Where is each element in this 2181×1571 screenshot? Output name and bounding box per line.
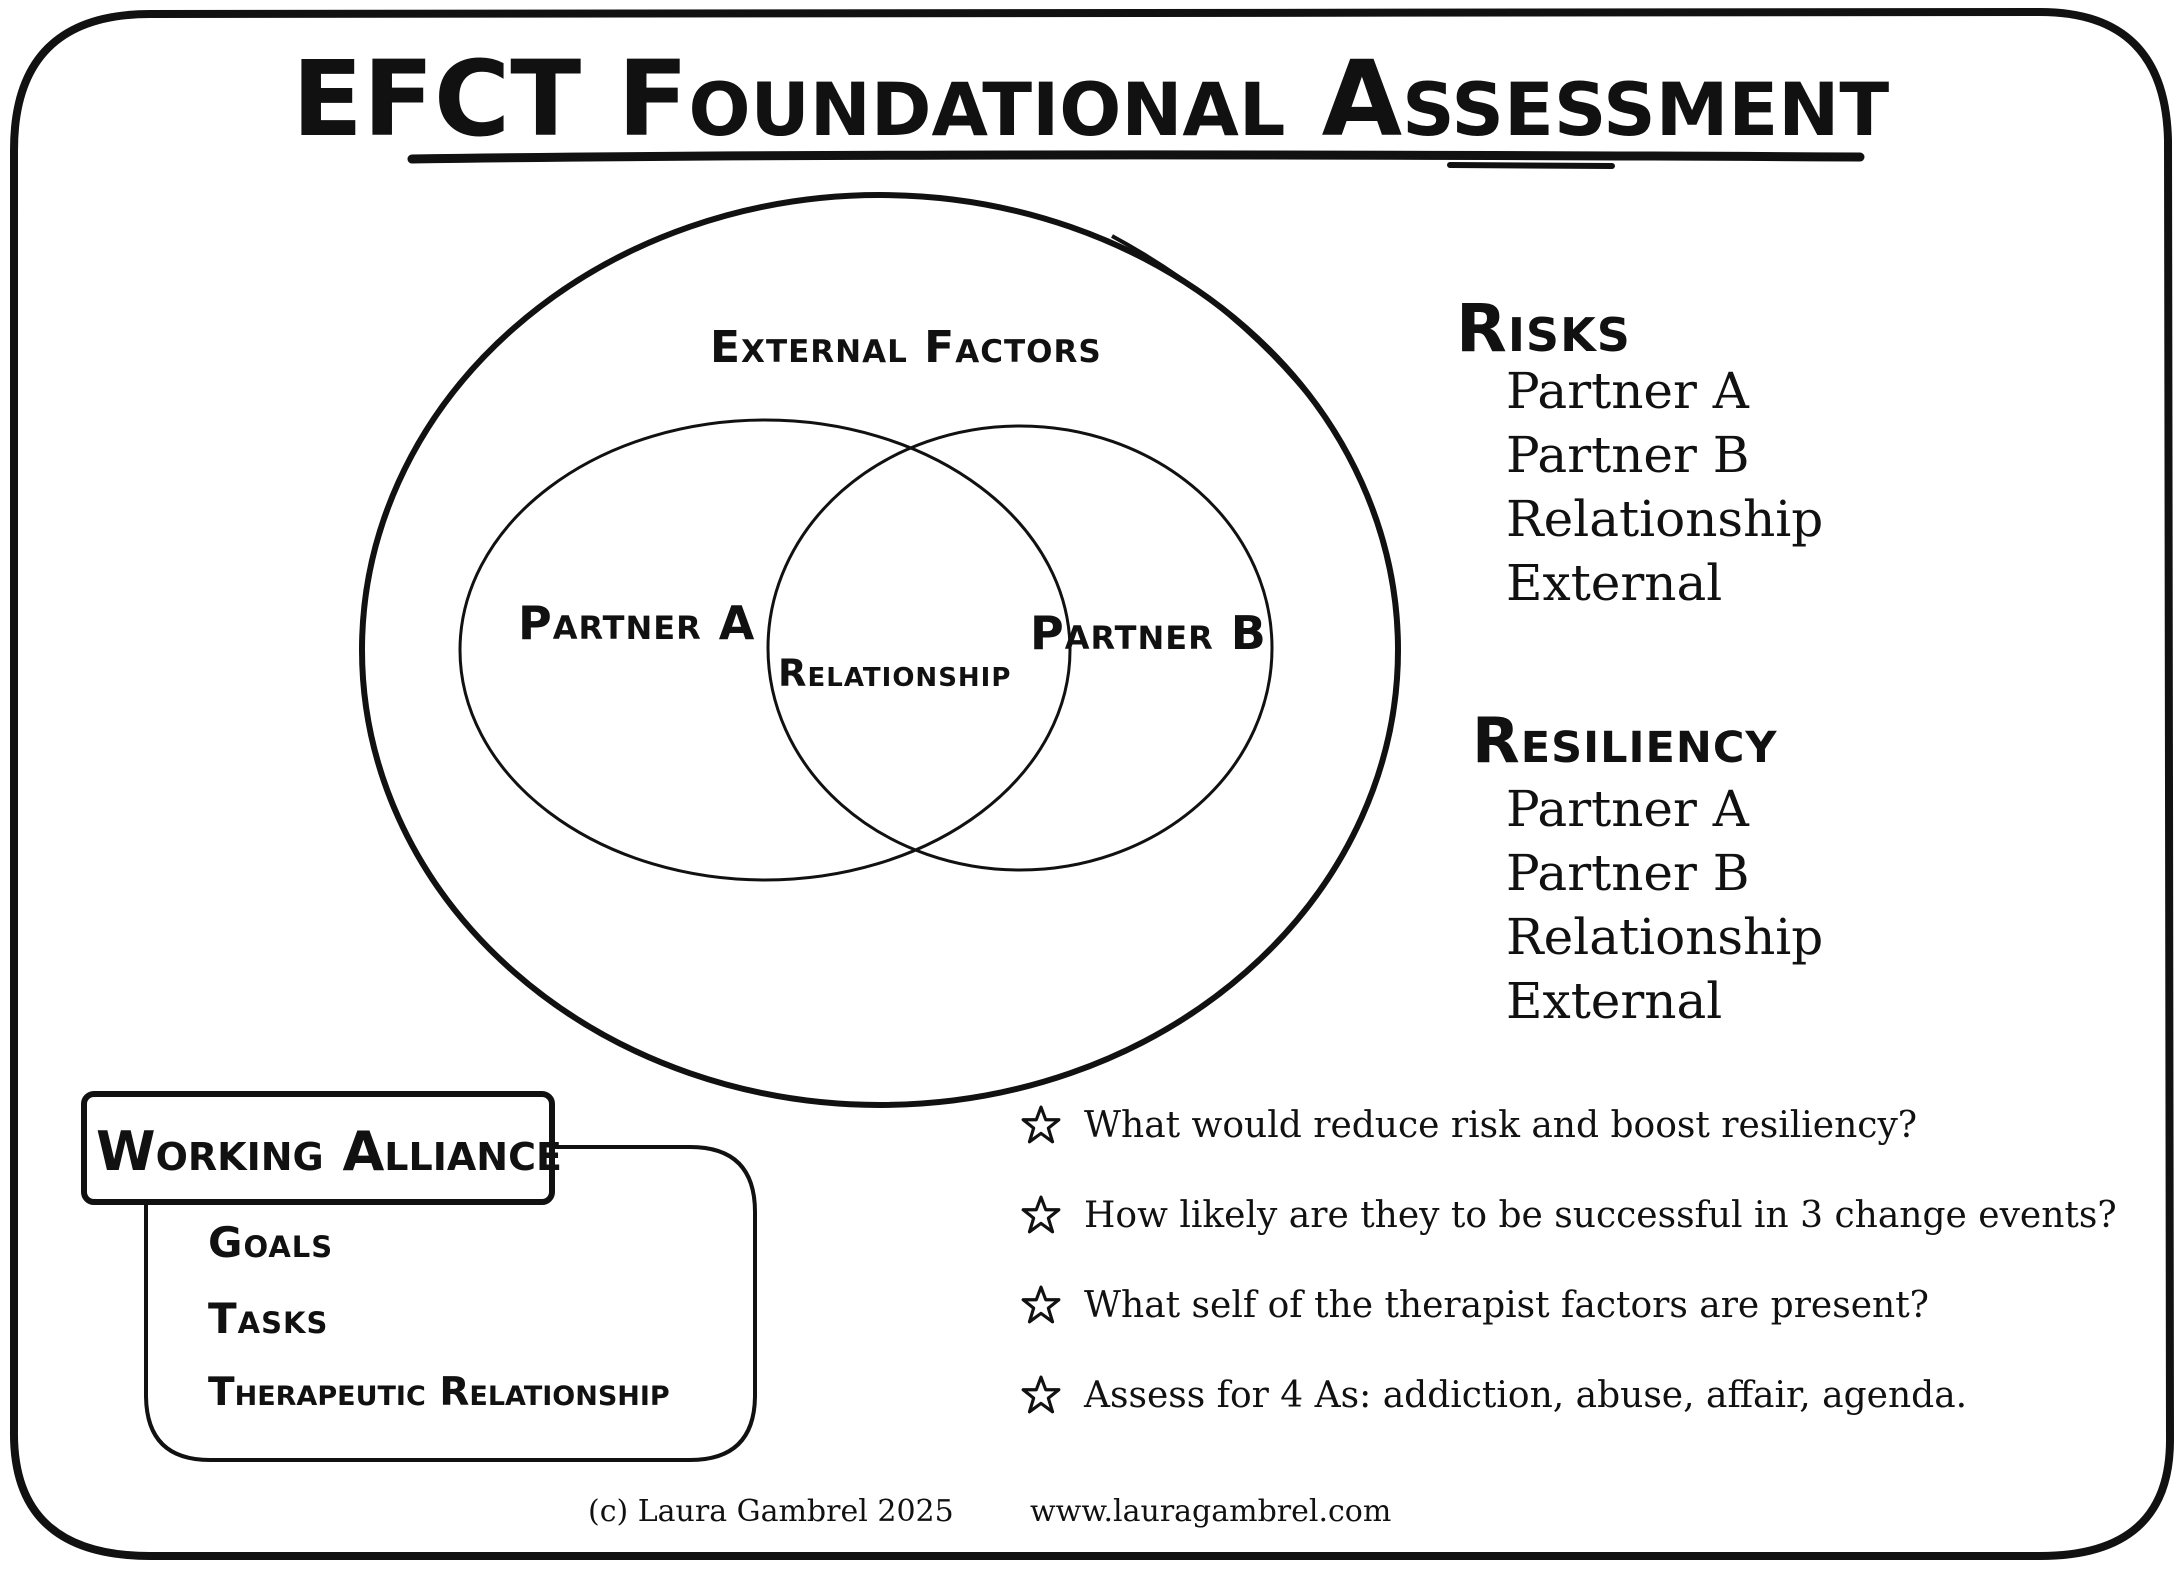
list-item: Partner A (1506, 780, 1749, 838)
list-item: Goals (208, 1218, 334, 1267)
question-item: Assess for 4 As: addiction, abuse, affai… (1020, 1374, 1967, 1416)
partner-a-label: Partner A (518, 596, 756, 650)
question-text: What self of the therapist factors are p… (1084, 1284, 1929, 1326)
website-link[interactable]: www.lauragambrel.com (1030, 1494, 1392, 1529)
star-icon (1021, 1105, 1061, 1144)
star-icon (1021, 1195, 1061, 1234)
question-item: What would reduce risk and boost resilie… (1020, 1104, 1917, 1146)
title-underline-accent (1447, 162, 1615, 169)
title-underline (407, 150, 1865, 164)
star-icon (1021, 1285, 1061, 1324)
list-item: Relationship (1506, 490, 1824, 548)
working-alliance-header-box (81, 1091, 555, 1205)
page-title: EFCT Foundational Assessment (291, 38, 1890, 160)
question-text: Assess for 4 As: addiction, abuse, affai… (1084, 1374, 1968, 1416)
list-item: Relationship (1506, 908, 1824, 966)
external-factors-circle-overstroke (1111, 234, 1310, 397)
working-alliance-box (144, 1145, 757, 1462)
page-frame (9, 8, 2174, 1560)
risks-heading: Risks (1456, 290, 1631, 367)
partner-a-circle (458, 418, 1072, 882)
relationship-label: Relationship (778, 652, 1012, 695)
external-factors-label: External Factors (710, 322, 1102, 373)
question-item: How likely are they to be successful in … (1020, 1194, 2117, 1236)
list-item: External (1506, 554, 1723, 612)
list-item: Tasks (208, 1294, 329, 1343)
list-item: Therapeutic Relationship (208, 1370, 670, 1415)
partner-b-circle (766, 424, 1274, 872)
external-factors-circle (359, 192, 1401, 1108)
question-item: What self of the therapist factors are p… (1020, 1284, 1929, 1326)
partner-b-label: Partner B (1030, 606, 1267, 660)
list-item: Partner B (1506, 426, 1750, 484)
resiliency-heading: Resiliency (1472, 704, 1778, 777)
question-text: What would reduce risk and boost resilie… (1084, 1104, 1918, 1146)
list-item: Partner A (1506, 362, 1749, 420)
star-icon (1021, 1375, 1061, 1414)
question-text: How likely are they to be successful in … (1084, 1194, 2117, 1236)
copyright-text: (c) Laura Gambrel 2025 (588, 1494, 954, 1529)
list-item: Partner B (1506, 844, 1750, 902)
list-item: External (1506, 972, 1723, 1030)
working-alliance-heading: Working Alliance (96, 1120, 562, 1183)
